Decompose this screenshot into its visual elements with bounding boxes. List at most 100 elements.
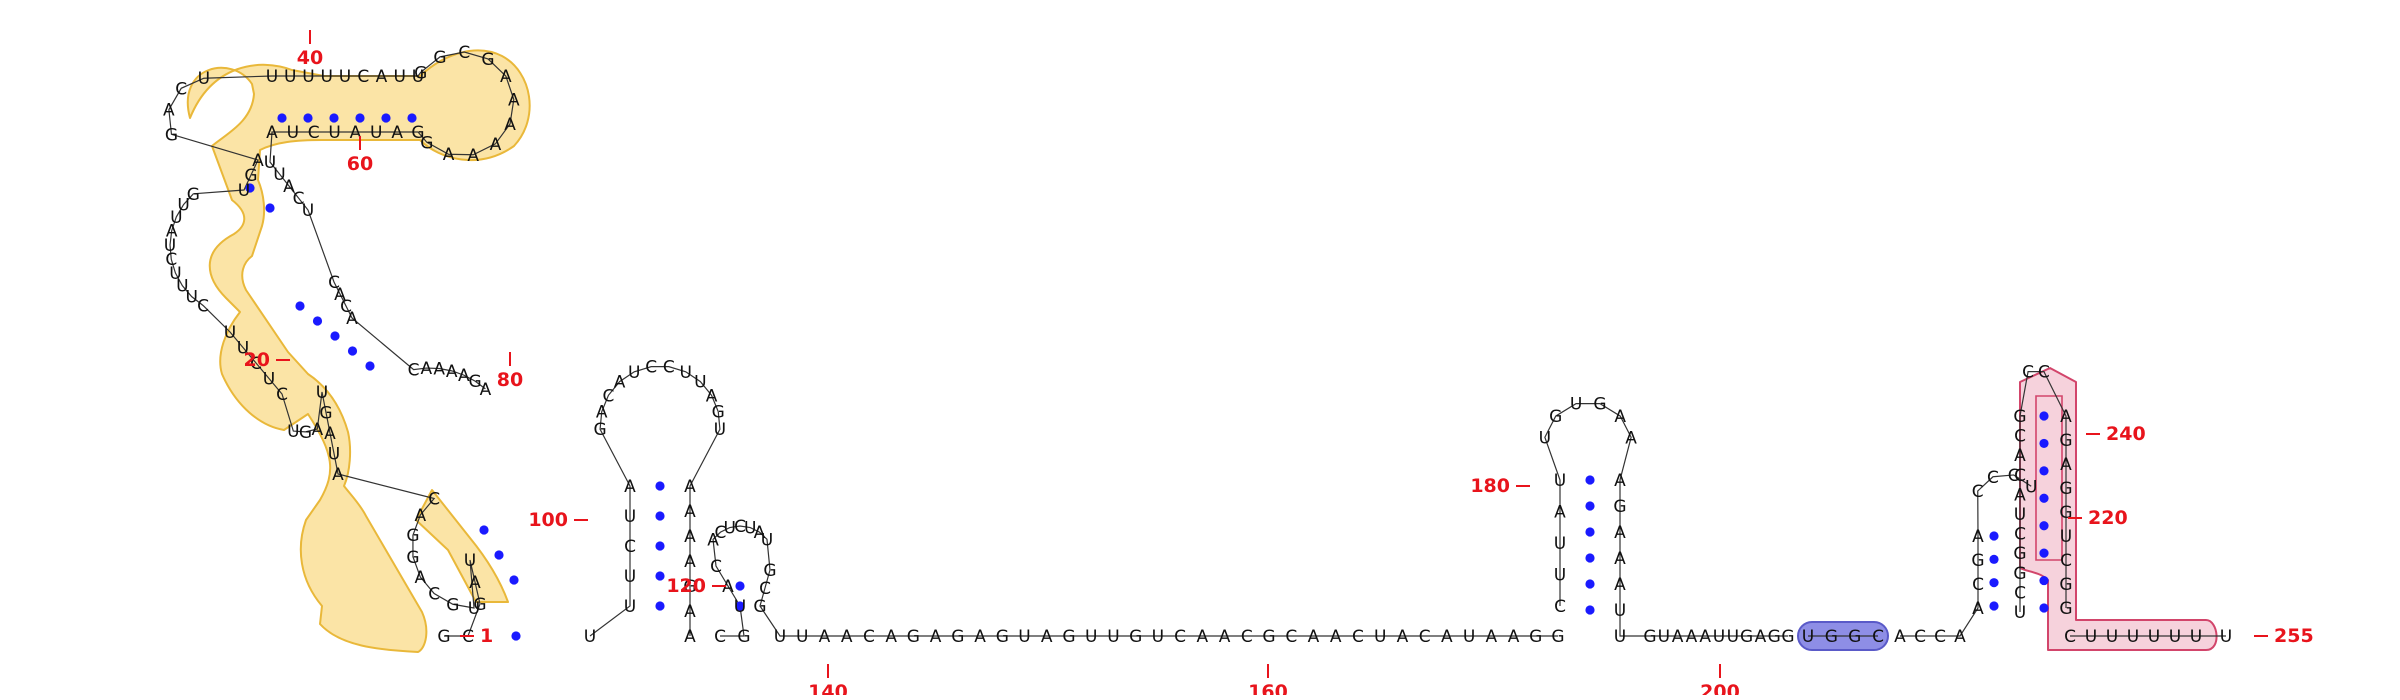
base-pair-dot	[1585, 605, 1595, 615]
svg-text:140: 140	[808, 681, 848, 695]
nucleotide: U	[263, 370, 275, 390]
nucleotide: C	[2064, 627, 2076, 647]
nucleotide: U	[1802, 627, 1814, 647]
nucleotide: U	[679, 363, 691, 383]
nucleotide: U	[744, 519, 756, 539]
base-pair-dot	[655, 571, 665, 581]
nucleotide: A	[433, 359, 445, 379]
nucleotide: A	[684, 602, 696, 622]
nucleotide: A	[1441, 627, 1453, 647]
nucleotide: A	[1197, 627, 1209, 647]
nucleotide: G	[1551, 627, 1564, 647]
nucleotide: C	[2060, 551, 2072, 571]
nucleotide: U	[1554, 566, 1566, 586]
nucleotide: A	[1699, 627, 1711, 647]
nucleotide: C	[250, 354, 262, 374]
nucleotide: C	[714, 627, 726, 647]
nucleotide: U	[1539, 428, 1551, 448]
nucleotide: A	[166, 222, 178, 242]
nucleotide: A	[480, 380, 492, 400]
svg-text:80: 80	[497, 369, 523, 391]
nucleotide: A	[2060, 407, 2072, 427]
svg-text:160: 160	[1248, 681, 1288, 695]
base-pair-dot	[1989, 578, 1999, 588]
nucleotide: C	[428, 490, 440, 510]
nucleotide: U	[224, 323, 236, 343]
nucleotide: C	[458, 43, 470, 63]
nucleotide: G	[1781, 627, 1794, 647]
nucleotide: A	[443, 145, 455, 165]
nucleotide: C	[2014, 525, 2026, 545]
base-pair-dot	[265, 203, 275, 213]
nucleotide: C	[1352, 627, 1364, 647]
nucleotide: A	[684, 552, 696, 572]
nucleotide: A	[467, 146, 479, 166]
nucleotide: A	[446, 362, 458, 382]
base-pair-dot	[1585, 527, 1595, 537]
nucleotide: G	[411, 123, 424, 143]
nucleotide: G	[712, 403, 725, 423]
base-pair-dot	[2039, 575, 2049, 586]
highlight-yellow-3prime-arm	[415, 489, 509, 603]
nucleotide: U	[2014, 505, 2026, 525]
position-number: 100	[528, 509, 588, 531]
nucleotide: G	[1262, 627, 1275, 647]
base-pair-dot	[479, 525, 489, 535]
nucleotide: U	[264, 153, 276, 173]
svg-text:240: 240	[2106, 423, 2146, 445]
nucleotide: U	[169, 264, 181, 284]
base-pair-dot	[735, 581, 745, 591]
backbone-layer	[168, 51, 2226, 637]
nucleotide: A	[346, 309, 358, 329]
nucleotide: C	[1419, 627, 1431, 647]
nucleotide: U	[1554, 471, 1566, 491]
nucleotide: U	[164, 236, 176, 256]
base-pair-dot	[1989, 531, 1999, 541]
nucleotide: U	[724, 519, 736, 539]
svg-text:60: 60	[347, 153, 373, 175]
nucleotide: A	[1972, 599, 1984, 619]
nucleotide: C	[1972, 482, 1984, 502]
nucleotide: U	[1614, 627, 1626, 647]
nucleotide: C	[276, 385, 288, 405]
nucleotide: G	[1971, 551, 1984, 571]
nucleotide: A	[324, 424, 336, 444]
nucleotide: G	[1643, 627, 1656, 647]
nucleotide: G	[1613, 497, 1626, 517]
base-pair-dot	[347, 346, 358, 356]
nucleotide: A	[754, 523, 766, 543]
svg-text:20: 20	[244, 349, 270, 371]
nucleotide: A	[283, 177, 295, 197]
nucleotide: G	[2059, 503, 2072, 523]
nucleotide: A	[311, 420, 323, 440]
nucleotide: G	[1062, 627, 1075, 647]
nucleotide: C	[2022, 363, 2034, 383]
position-number: 1	[460, 625, 493, 647]
nucleotide: A	[1308, 627, 1320, 647]
nucleotide: A	[684, 527, 696, 547]
nucleotide: A	[624, 477, 636, 497]
nucleotide: U	[734, 597, 746, 617]
nucleotide: G	[951, 627, 964, 647]
position-number: 120	[666, 575, 726, 597]
nucleotide: A	[1219, 627, 1231, 647]
nucleotide: A	[1554, 503, 1566, 523]
nucleotide-layer: GCGAUUGCAGGACAUAGUAGUCUCUUCUUUCUAUUGUGAG…	[163, 43, 2232, 647]
nucleotide: C	[734, 517, 746, 537]
nucleotide: U	[321, 67, 333, 87]
base-pair-dot	[509, 575, 519, 585]
nucleotide: A	[1508, 627, 1520, 647]
nucleotide: C	[715, 523, 727, 543]
nucleotide: A	[508, 90, 520, 110]
nucleotide: U	[624, 567, 636, 587]
nucleotide: C	[165, 250, 177, 270]
nucleotide: G	[1593, 395, 1606, 415]
base-pair-dot	[1989, 554, 1999, 564]
base-pair-dot	[655, 481, 665, 491]
nucleotide: A	[458, 366, 470, 386]
nucleotide: A	[1330, 627, 1342, 647]
nucleotide: U	[2169, 627, 2181, 647]
base-pair-dot	[2039, 438, 2049, 449]
nucleotide: A	[614, 373, 626, 393]
